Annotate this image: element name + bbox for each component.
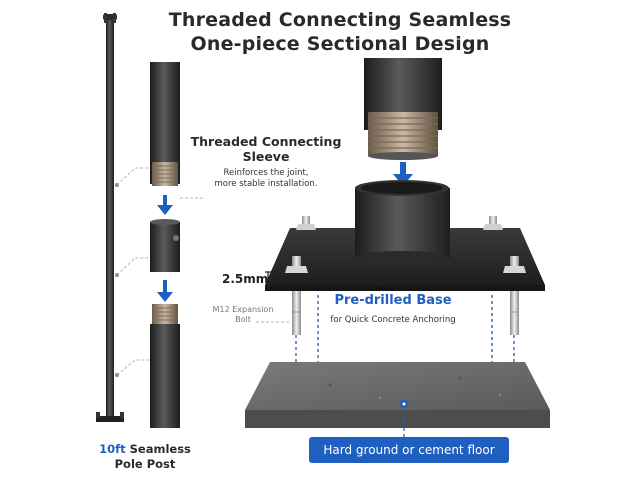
bolt-label: M12 Expansion Bolt <box>208 305 278 325</box>
pole-label-rest: Seamless <box>125 442 191 456</box>
bottom-pole-section <box>150 304 180 428</box>
full-pole <box>96 13 124 422</box>
sleeve-desc-line-2: more stable installation. <box>214 179 318 189</box>
sleeve-callout-title: Threaded Connecting Sleeve <box>186 134 346 164</box>
sleeve-desc-line-1: Reinforces the joint, <box>223 168 309 178</box>
sleeve-title-line-2: Sleeve <box>242 149 290 164</box>
sleeve-callout-desc: Reinforces the joint, more stable instal… <box>194 168 338 190</box>
base-callout-title: Pre-drilled Base <box>334 293 452 308</box>
pole-label: 10ft Seamless Pole Post <box>90 442 200 472</box>
title-line-2: One-piece Sectional Design <box>190 33 490 55</box>
sleeve-title-line-1: Threaded Connecting <box>190 134 342 149</box>
expansion-bolts <box>292 291 519 335</box>
pole-label-line-2: Pole Post <box>114 457 176 471</box>
base-pole-end <box>364 58 442 160</box>
title-line-1: Threaded Connecting Seamless <box>168 9 512 31</box>
leader-lines <box>116 167 290 376</box>
down-arrow-icon <box>393 162 413 186</box>
plate-bolts <box>285 216 526 273</box>
top-pole-section <box>150 62 180 186</box>
pole-label-line-1: 10ft Seamless <box>90 442 200 457</box>
down-arrow-icon <box>157 195 173 215</box>
pole-length-accent: 10ft <box>99 442 126 456</box>
ground-pointer <box>400 400 408 437</box>
thickness-label: 2.5mm <box>222 272 269 286</box>
bolt-label-line-2: Bolt <box>235 315 251 324</box>
down-arrow-icon <box>157 280 173 302</box>
concrete-slab <box>245 362 550 428</box>
thickness-marker-icon <box>265 271 271 287</box>
base-callout-desc: for Quick Concrete Anchoring <box>330 315 456 325</box>
bolt-label-line-1: M12 Expansion <box>212 305 274 314</box>
connecting-sleeve <box>150 219 180 272</box>
ground-label: Hard ground or cement floor <box>309 437 509 463</box>
base-plate <box>265 180 545 291</box>
